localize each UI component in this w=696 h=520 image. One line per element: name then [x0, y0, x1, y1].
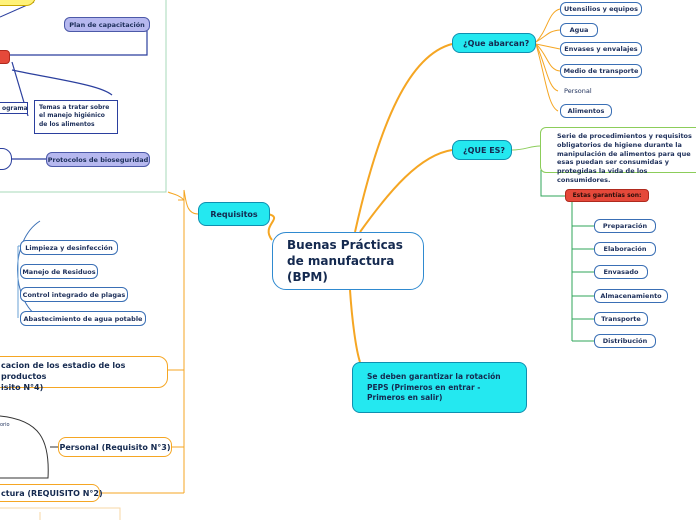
item-plagas[interactable]: Control integrado de plagas [20, 287, 128, 302]
item-personal[interactable]: Personal [564, 86, 614, 96]
item-label: Alimentos [567, 107, 605, 115]
protocolos-bioseguridad[interactable]: Protocolos de bioseguridad [46, 152, 150, 167]
guarantees-header[interactable]: Estas garantías son: [565, 189, 649, 202]
item-envases[interactable]: Envases y envalajes [560, 42, 642, 56]
guarantee-elaboracion[interactable]: Elaboración [594, 242, 656, 256]
item-label: Agua [569, 26, 589, 34]
branch-label: Requisitos [210, 209, 258, 219]
guarantee-transporte[interactable]: Transporte [594, 312, 648, 326]
guarantee-envasado[interactable]: Envasado [594, 265, 648, 279]
item-label: Envases y envalajes [564, 45, 638, 53]
item-label: Medio de transporte [563, 67, 639, 75]
branch-requisitos[interactable]: Requisitos [198, 202, 270, 226]
plan-capacitacion[interactable]: Plan de capacitación [64, 17, 150, 32]
node-label: Temas a tratar sobre el manejo higiénico… [39, 104, 110, 128]
branch-peps[interactable]: Se deben garantizar la rotación PEPS (Pr… [352, 362, 527, 413]
verificacion-line1: cacion de los estadio de los productos [1, 361, 126, 381]
side-label: orio [0, 422, 10, 428]
node-label: Plan de capacitación [69, 20, 145, 29]
node-label: ctura (REQUISITO N°2) [1, 488, 103, 498]
guarantees-label: Estas garantías son: [572, 192, 642, 199]
guarantee-label: Almacenamiento [600, 292, 662, 300]
item-alimentos[interactable]: Alimentos [560, 104, 612, 118]
branch-label: Se deben garantizar la rotación PEPS (Pr… [367, 372, 501, 402]
item-residuos[interactable]: Manejo de Residuos [20, 264, 98, 279]
node-label: Protocolos de bioseguridad [47, 155, 149, 164]
item-agua[interactable]: Agua [560, 23, 598, 37]
verificacion-line2: isito N°4) [1, 382, 44, 392]
personal-side-text: orio [0, 421, 14, 429]
guarantee-label: Envasado [603, 268, 639, 276]
item-label: Abastecimiento de agua potable [23, 314, 143, 323]
central-topic[interactable]: Buenas Prácticas de manufactura (BPM) [272, 232, 424, 290]
guarantee-label: Transporte [601, 315, 641, 323]
verificacion-node[interactable]: cacion de los estadio de los productos i… [0, 356, 168, 392]
item-label: Personal [564, 87, 592, 95]
central-topic-title: Buenas Prácticas de manufactura (BPM) [287, 237, 403, 285]
branch-label: ¿Que abarcan? [463, 38, 530, 48]
item-utensilios[interactable]: Utensilios y equipos [560, 2, 642, 16]
definition-text: Serie de procedimientos y requisitos obl… [557, 132, 692, 184]
branch-label: ¿QUE ES? [463, 145, 506, 155]
guarantee-label: Elaboración [603, 245, 647, 253]
guarantee-almacenamiento[interactable]: Almacenamiento [594, 289, 668, 303]
guarantee-distribucion[interactable]: Distribución [594, 334, 656, 348]
item-agua-potable[interactable]: Abastecimiento de agua potable [20, 311, 146, 326]
personal-node[interactable]: Personal (Requisito N°3) [58, 437, 172, 457]
guarantee-label: Preparación [602, 222, 648, 230]
item-label: Utensilios y equipos [564, 5, 638, 13]
partial-red-node[interactable] [0, 50, 10, 64]
definition-box[interactable]: Serie de procedimientos y requisitos obl… [540, 127, 696, 184]
item-label: Control integrado de plagas [22, 290, 126, 299]
item-label: Limpieza y desinfección [25, 243, 113, 252]
node-label: ograma [2, 104, 28, 112]
item-medio-transporte[interactable]: Medio de transporte [560, 64, 642, 78]
node-label: Personal (Requisito N°3) [59, 442, 171, 452]
item-limpieza[interactable]: Limpieza y desinfección [20, 240, 118, 255]
guarantee-label: Distribución [602, 337, 648, 345]
item-label: Manejo de Residuos [22, 267, 96, 276]
infraestructura-node[interactable]: ctura (REQUISITO N°2) [0, 484, 103, 502]
programa-node[interactable]: ograma [0, 102, 28, 114]
branch-que-es[interactable]: ¿QUE ES? [452, 140, 512, 160]
guarantee-preparacion[interactable]: Preparación [594, 219, 656, 233]
temas-node[interactable]: Temas a tratar sobre el manejo higiénico… [34, 100, 118, 134]
branch-que-abarcan[interactable]: ¿Que abarcan? [452, 33, 536, 53]
